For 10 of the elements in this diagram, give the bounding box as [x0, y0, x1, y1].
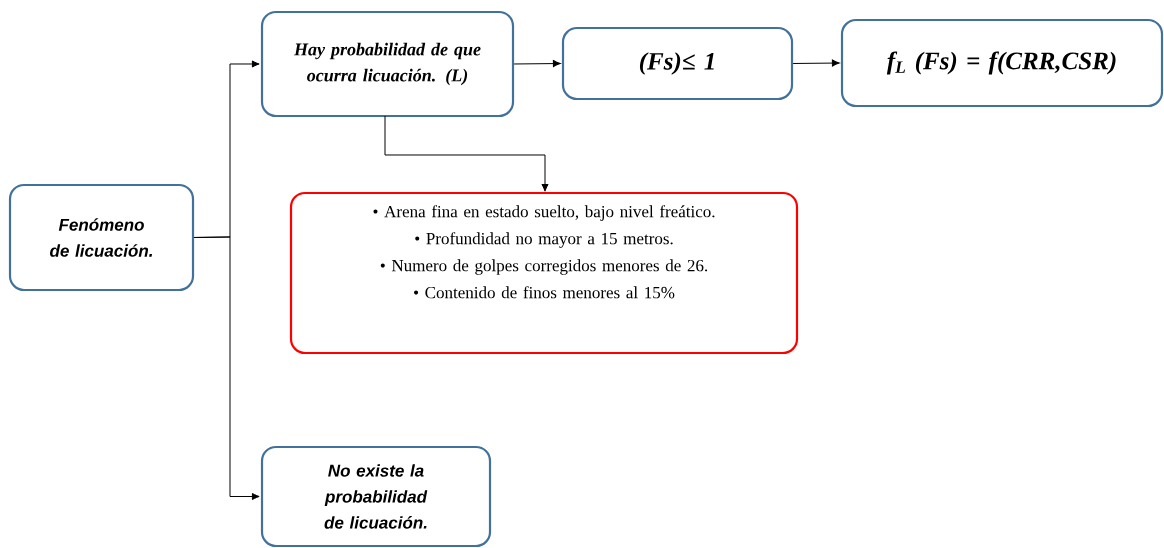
arrow [513, 60, 561, 68]
criteria-box: • Arena fina en estado suelto, bajo nivel freático. • Profundidad no mayor a 15 metros. • Numero de golpes corregidos menores de 26. • Contenido de finos menores al 15% [289, 191, 799, 355]
formula-box: (Fs)≤ 1 [561, 26, 794, 101]
process-box: Fenómeno de licuación. [8, 183, 195, 292]
process-box: Hay probabilidad de que ocurra licuación. (L) [260, 10, 515, 118]
arrow [384, 115, 549, 192]
arrow [792, 59, 840, 67]
formula-box: f$_{L}$ (Fs) = f(CRR,CSR) [840, 18, 1164, 108]
arrow [193, 236, 260, 501]
process-box: No existe la probabilidad de licuación. [260, 445, 492, 548]
